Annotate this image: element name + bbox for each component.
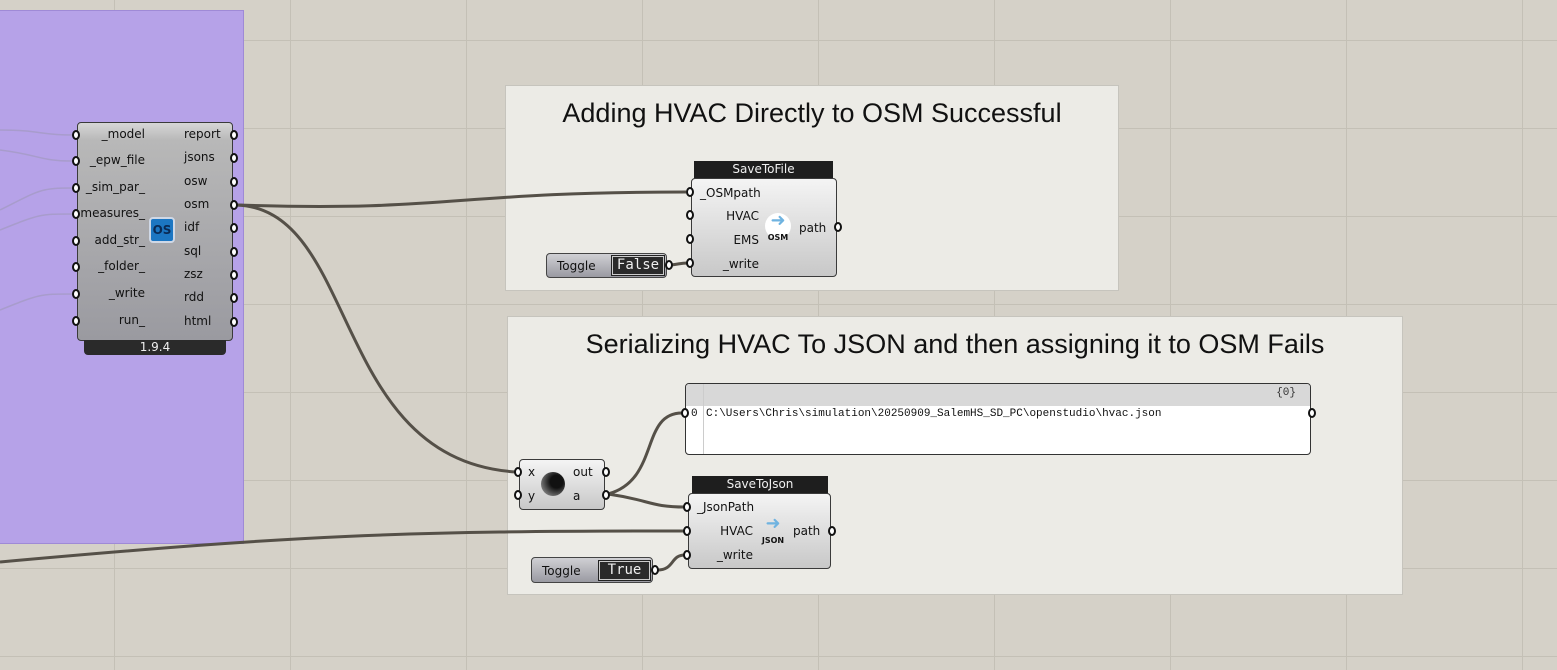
input-x[interactable]: x [528,465,536,479]
input-y[interactable]: y [528,489,536,503]
output-param[interactable]: report [184,127,221,141]
expression-component[interactable]: x y out a [519,459,605,510]
input-osmpath[interactable]: _OSMpath [700,186,761,200]
port[interactable] [230,247,238,257]
wire-osm-to-osmpath [236,190,687,208]
input-param[interactable]: _folder_ [98,259,145,273]
port[interactable] [72,289,80,299]
port[interactable] [230,293,238,303]
output-a[interactable]: a [573,489,581,503]
savetojson-title: SaveToJson [692,476,828,494]
version-label: 1.9.4 [84,340,226,355]
json-save-icon: ➜JSON [761,513,785,546]
port[interactable] [686,187,694,197]
port[interactable] [72,183,80,193]
port[interactable] [230,200,238,210]
toggle-label: Toggle [542,564,581,578]
port[interactable] [686,234,694,244]
port[interactable] [602,467,610,477]
toggle-true[interactable]: Toggle True [531,557,653,583]
output-path[interactable]: path [793,524,821,538]
expression-icon [541,472,565,496]
port[interactable] [686,210,694,220]
port[interactable] [514,467,522,477]
port[interactable] [72,209,80,219]
input-param[interactable]: add_str_ [94,233,145,247]
port[interactable] [686,258,694,268]
input-hvac[interactable]: HVAC [726,209,759,223]
port[interactable] [72,236,80,246]
port[interactable] [514,490,522,500]
wire-a-to-panel [607,411,683,496]
port[interactable] [230,270,238,280]
wire-osm-to-x [236,203,517,474]
port[interactable] [1308,408,1316,418]
port[interactable] [651,565,659,575]
port[interactable] [681,408,689,418]
savetofile-component[interactable]: _OSMpath HVAC EMS _write ➜OSM path [691,178,837,277]
input-jsonpath[interactable]: _JsonPath [697,500,755,514]
port[interactable] [230,130,238,140]
port[interactable] [72,156,80,166]
port[interactable] [230,177,238,187]
output-param[interactable]: osm [184,197,210,211]
input-param[interactable]: _epw_file [89,153,145,167]
group-title: Adding HVAC Directly to OSM Successful [562,98,1062,128]
input-write[interactable]: _write [722,257,759,271]
port[interactable] [72,262,80,272]
wire-a-to-jsonpath [607,492,686,509]
port[interactable] [834,222,842,232]
output-param[interactable]: jsons [184,150,215,164]
input-write[interactable]: _write [716,548,753,562]
port[interactable] [72,316,80,326]
output-param[interactable]: osw [184,174,208,188]
output-param[interactable]: idf [184,220,200,234]
input-param[interactable]: _sim_par_ [85,180,145,194]
savetojson-component[interactable]: _JsonPath HVAC _write ➜JSON path [688,493,831,569]
toggle-value[interactable]: True [598,560,651,581]
panel-path-index: {0} [1276,387,1296,399]
input-ems[interactable]: EMS [733,233,759,247]
path-panel[interactable]: {0} 0 C:\Users\Chris\simulation\20250909… [685,383,1311,455]
osm-save-icon: ➜OSM [765,212,791,242]
input-hvac[interactable]: HVAC [720,524,753,538]
output-param[interactable]: html [184,314,212,328]
port[interactable] [72,130,80,140]
port[interactable] [602,490,610,500]
port[interactable] [683,550,691,560]
toggle-label: Toggle [557,259,596,273]
input-param[interactable]: measures_ [80,206,145,220]
port[interactable] [828,526,836,536]
port[interactable] [683,526,691,536]
output-param[interactable]: sql [184,244,202,258]
group-fail[interactable]: Serializing HVAC To JSON and then assign… [507,316,1403,595]
input-param[interactable]: run_ [118,313,145,327]
port[interactable] [665,260,673,270]
savetofile-title: SaveToFile [694,161,833,179]
toggle-false[interactable]: Toggle False [546,253,667,278]
input-param[interactable]: _write [108,286,145,300]
port[interactable] [230,317,238,327]
output-out[interactable]: out [573,465,593,479]
port[interactable] [683,502,691,512]
input-param[interactable]: _model [101,127,145,141]
wire-true-to-write [656,553,686,572]
output-path[interactable]: path [799,221,827,235]
wire-hvac-to-json [0,529,685,564]
toggle-value[interactable]: False [611,255,665,276]
openstudio-icon: OS [149,217,175,243]
port[interactable] [230,153,238,163]
panel-value[interactable]: C:\Users\Chris\simulation\20250909_Salem… [706,408,1162,420]
panel-row-index: 0 [691,408,698,420]
output-param[interactable]: zsz [184,267,203,281]
group-title: Serializing HVAC To JSON and then assign… [585,329,1325,359]
output-param[interactable]: rdd [184,290,204,304]
port[interactable] [230,223,238,233]
